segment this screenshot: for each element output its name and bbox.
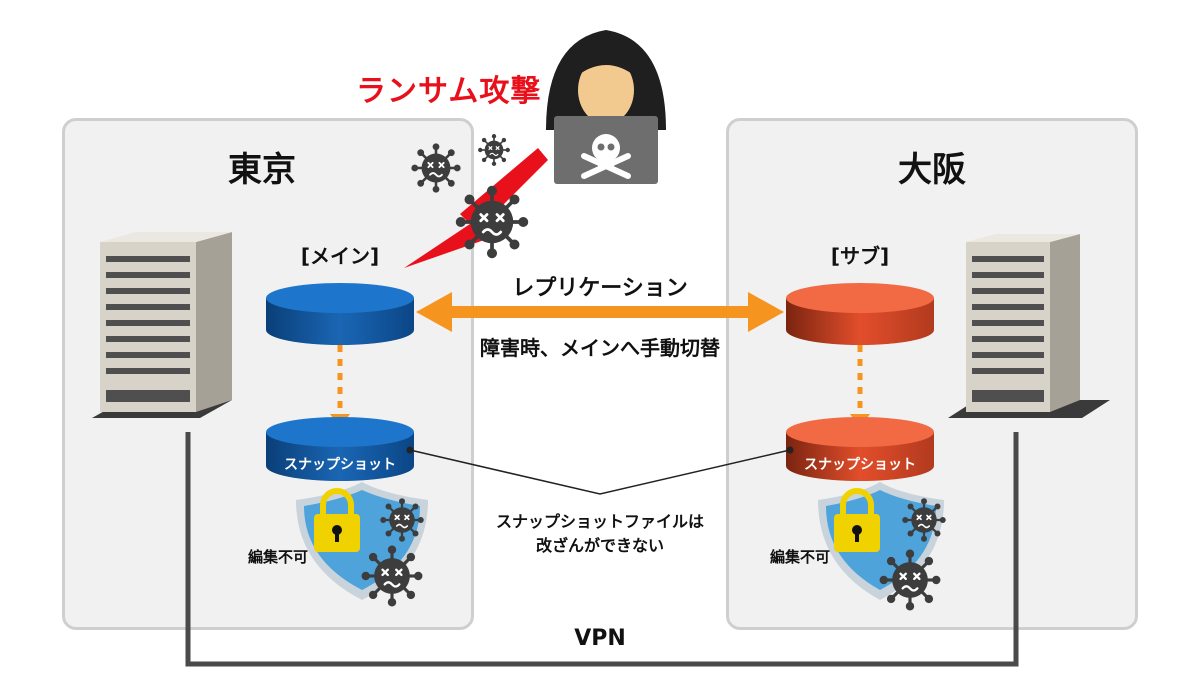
lock-label-left: 編集不可: [248, 548, 309, 566]
osaka-title: 大阪: [898, 150, 966, 190]
database-icon-main: [266, 283, 414, 345]
virus-icon-1: [410, 142, 462, 194]
vpn-line: [185, 432, 1019, 667]
padlock-icon-left: [314, 488, 360, 552]
snapshot-note-line1: スナップショットファイルは: [495, 512, 705, 531]
snapshot-label-right: スナップショット: [804, 457, 916, 473]
failover-note: 障害時、メインへ手動切替: [480, 336, 720, 360]
virus-icon-7: [877, 547, 943, 613]
building-windows: [106, 256, 190, 402]
building-icon-osaka: [948, 234, 1110, 418]
replication-arrow: [416, 292, 784, 332]
virus-icon-6: [901, 497, 947, 543]
main-role-label: [メイン]: [300, 244, 380, 268]
virus-icon-3: [453, 183, 531, 261]
snapshot-note-line2: 改ざんができない: [535, 536, 665, 555]
attack-label: ランサム攻撃: [356, 74, 542, 109]
virus-icon-5: [359, 543, 425, 609]
replication-label: レプリケーション: [512, 276, 688, 301]
virus-icon-2: [477, 133, 511, 167]
database-icon-sub: [786, 283, 934, 345]
snapshot-callout-lines: [409, 449, 791, 495]
padlock-icon-right: [834, 488, 880, 552]
vpn-label: VPN: [574, 626, 626, 651]
sub-role-label: [サブ]: [830, 244, 890, 268]
tokyo-title: 東京: [228, 150, 296, 190]
building-icon-tokyo: [92, 232, 232, 418]
snapshot-db-left: [266, 417, 414, 481]
skull-crossbones-icon: [581, 134, 631, 179]
snapshot-db-right: [786, 417, 934, 481]
snapshot-label-left: スナップショット: [284, 457, 396, 473]
virus-icon-4: [379, 497, 425, 543]
lock-label-right: 編集不可: [770, 548, 831, 566]
